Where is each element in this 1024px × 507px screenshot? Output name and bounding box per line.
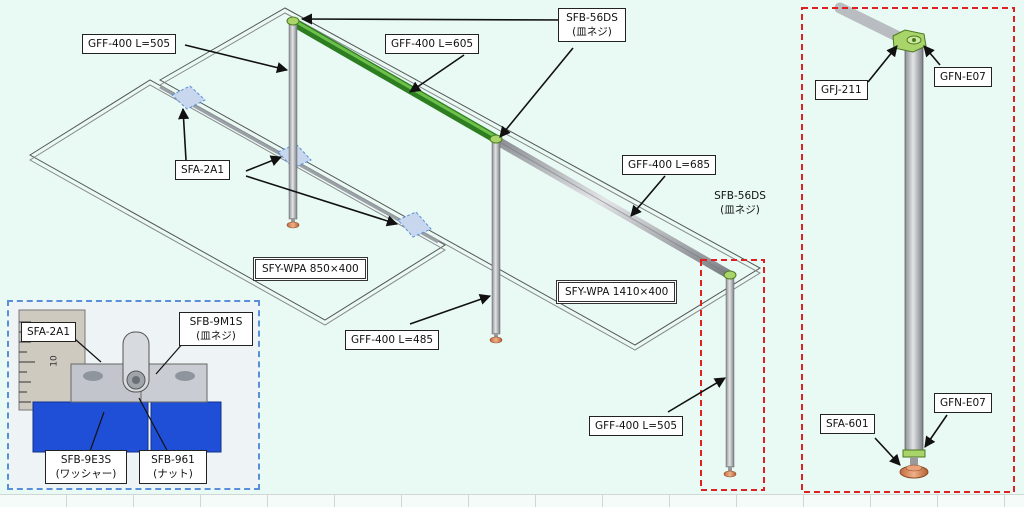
board-sfy-wpa-1410 <box>158 7 761 351</box>
inset-label-sfb-961: SFB-961 (ナット) <box>139 450 207 484</box>
leg-detail <box>904 43 924 457</box>
label-gfn-e07-top: GFN-E07 <box>934 67 992 87</box>
inset-label-sfb-9e3s: SFB-9E3S (ワッシャー) <box>45 450 127 484</box>
inset-label-sfa-2a1: SFA-2A1 <box>21 322 77 342</box>
inset-label-sfb-961-note: (ナット) <box>153 468 193 480</box>
cap-gfn-e07-bottom <box>902 449 926 458</box>
inset-label-sfb-9m1s-part: SFB-9M1S <box>189 316 243 328</box>
label-gff-400-605: GFF-400 L=605 <box>385 34 480 54</box>
inset-label-sfb-9m1s: SFB-9M1S (皿ネジ) <box>179 312 253 346</box>
label-sfa-601: SFA-601 <box>820 414 875 434</box>
spreadsheet-grid-strip <box>0 494 1024 507</box>
joint-gfj-211-detail <box>892 29 927 53</box>
label-gff-400-505-a: GFF-400 L=505 <box>82 34 177 54</box>
joint-middle <box>489 134 503 144</box>
label-sfb-56ds-a: SFB-56DS (皿ネジ) <box>558 8 626 42</box>
label-gff-400-505-b: GFF-400 L=505 <box>589 416 684 436</box>
label-sfb-56ds-a-note: (皿ネジ) <box>572 26 612 38</box>
ruler-mark: 10 <box>49 355 60 367</box>
detail-callout-box <box>700 259 765 491</box>
inset-label-sfb-9e3s-note: (ワッシャー) <box>55 468 117 480</box>
pipe-gff-400-605 <box>288 17 501 144</box>
board-sfy-wpa-850 <box>29 79 446 326</box>
label-gfj-211: GFJ-211 <box>815 80 868 100</box>
leg-gff-400-505-b <box>725 276 735 468</box>
detail-enlarged-box <box>801 7 1015 493</box>
hinge-sfa-2a1-1 <box>171 85 206 110</box>
joint-right <box>723 270 737 280</box>
foot-sfa-601-detail <box>899 457 929 479</box>
inset-label-sfb-9e3s-part: SFB-9E3S <box>60 454 112 466</box>
inset-label-sfb-9m1s-note: (皿ネジ) <box>196 330 236 342</box>
foot-middle <box>489 333 503 344</box>
hinge-sfa-2a1-3 <box>397 211 432 238</box>
label-sfb-56ds-a-part: SFB-56DS <box>566 12 618 24</box>
foot-left <box>286 218 300 229</box>
joint-top-left <box>286 16 300 26</box>
label-gff-400-485: GFF-400 L=485 <box>345 330 440 350</box>
label-gff-400-685: GFF-400 L=685 <box>622 155 717 175</box>
pipe-detail-upper <box>834 2 911 46</box>
label-sfy-wpa-1410: SFY-WPA 1410×400 <box>556 280 678 304</box>
label-sfb-56ds-b-note: (皿ネジ) <box>720 204 760 216</box>
leg-gff-400-485 <box>491 141 501 335</box>
label-gfn-e07-bottom: GFN-E07 <box>934 393 992 413</box>
foot-right <box>723 466 737 478</box>
label-sfa-2a1: SFA-2A1 <box>175 160 231 180</box>
label-sfy-wpa-850: SFY-WPA 850×400 <box>253 257 368 281</box>
inset-label-sfb-961-part: SFB-961 <box>151 454 195 466</box>
label-sfb-56ds-b: SFB-56DS (皿ネジ) <box>704 186 776 220</box>
leader-arrows <box>178 13 948 466</box>
photo-inset-hinge: SFA-2A1 SFB-9M1S (皿ネジ) SFB-9E3S (ワッシャー) … <box>7 300 260 490</box>
label-sfb-56ds-b-part: SFB-56DS <box>714 190 766 202</box>
